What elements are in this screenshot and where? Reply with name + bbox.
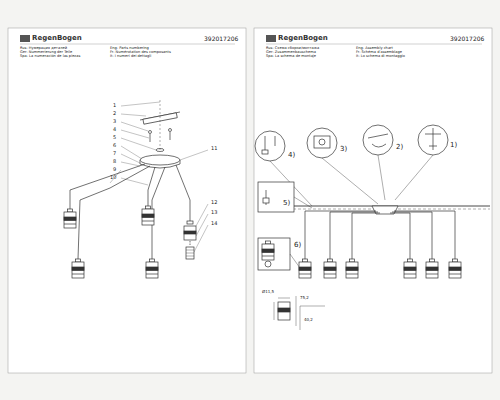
header-text: Spa: La numeración de las piezas <box>20 55 80 59</box>
brand-logo: RegenBogen <box>32 35 82 42</box>
callout-number: 7 <box>113 151 116 156</box>
callout-number: 13 <box>211 210 217 215</box>
callout-number: 5 <box>113 135 116 140</box>
callout-number: 2 <box>113 111 116 116</box>
callout-number: 1 <box>113 103 116 108</box>
step-number: 3) <box>340 146 347 153</box>
callout-number: 8 <box>113 159 116 164</box>
header-text: It: Lo schema di montaggio <box>356 55 405 59</box>
step-number: 2) <box>396 144 403 151</box>
callout-number: 9 <box>113 167 116 172</box>
article-number: 392017206 <box>450 36 484 42</box>
callout-number: 4 <box>113 127 116 132</box>
article-number: 392017206 <box>204 36 238 42</box>
step-number: 4) <box>288 152 295 159</box>
header-text: It: I numeri dei dettagli <box>110 55 151 59</box>
step-number: 5) <box>283 200 290 207</box>
step-number: 1) <box>450 142 457 149</box>
callout-number: 10 <box>110 175 116 180</box>
brand-logo: RegenBogen <box>278 35 328 42</box>
callout-number: 12 <box>211 200 217 205</box>
header-text: Spa: La schema de montaje <box>266 55 316 59</box>
dimension: Ø11,5 <box>262 290 274 294</box>
callout-number: 14 <box>211 221 217 226</box>
dimension: 75,2 <box>300 296 309 300</box>
callout-number: 6 <box>113 143 116 148</box>
callout-number: 3 <box>113 119 116 124</box>
dimension: 40,2 <box>304 318 313 322</box>
callout-number: 11 <box>211 146 217 151</box>
step-number: 6) <box>294 242 301 249</box>
